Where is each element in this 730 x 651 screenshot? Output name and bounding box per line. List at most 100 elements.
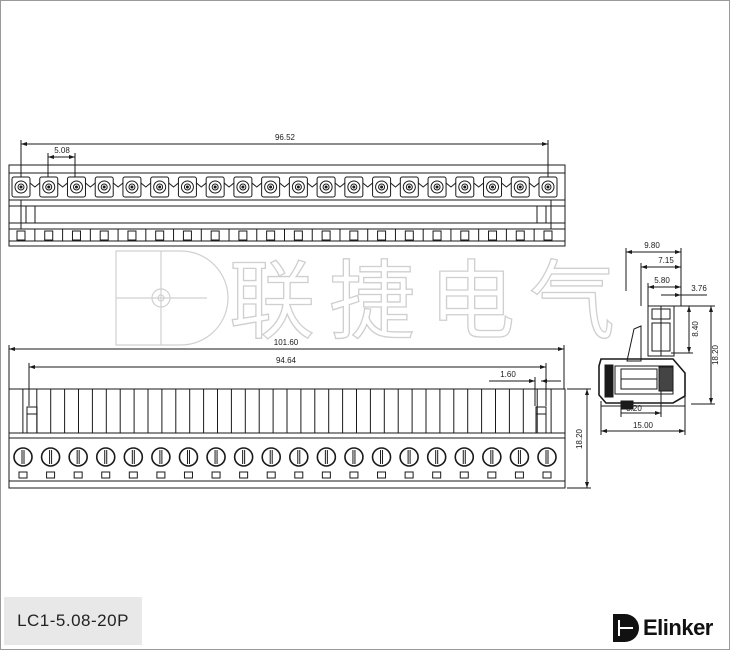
top-pin: [372, 176, 392, 198]
front-screw: [206, 447, 226, 479]
top-slot: [488, 230, 498, 241]
dim-side-bottom-small: 3.20: [620, 391, 662, 417]
top-slot: [127, 230, 137, 241]
front-screw: [399, 447, 419, 479]
top-pin-divider: [362, 182, 373, 188]
dim-side-bottom-small-label: 3.20: [626, 404, 642, 413]
front-screw: [68, 447, 88, 479]
top-pin: [94, 176, 114, 198]
watermark-text: 联捷电气: [229, 252, 629, 352]
dim-bottom-total: 101.60: [8, 338, 565, 389]
top-pin: [538, 176, 558, 198]
top-pin: [399, 176, 419, 198]
front-screw: [344, 447, 364, 479]
front-screw: [123, 447, 144, 479]
dim-bottom-small: 1.60: [489, 370, 561, 406]
top-pin: [11, 176, 31, 198]
front-latch-right: [535, 406, 547, 434]
top-slot-row: [16, 229, 553, 241]
top-pin: [39, 176, 59, 198]
dim-side-7-label: 7.15: [658, 256, 674, 265]
dim-side-3: 3.76: [661, 284, 707, 297]
top-pin-divider: [528, 182, 540, 188]
top-pin: [288, 176, 308, 198]
top-slot: [543, 230, 553, 241]
front-screw: [40, 447, 61, 479]
top-slot: [71, 230, 81, 241]
top-pin: [510, 176, 530, 198]
top-pin-divider: [307, 182, 318, 188]
dim-top-span-label: 96.52: [275, 133, 296, 142]
dim-bottom-small-label: 1.60: [500, 370, 516, 379]
front-screw-row: [13, 447, 557, 479]
top-pin: [316, 176, 336, 198]
top-view: 96.52 5.08: [8, 133, 566, 247]
front-rib-row: [22, 389, 566, 433]
top-latch-left: [25, 205, 36, 224]
top-slot: [99, 230, 109, 241]
top-slot: [238, 230, 248, 241]
top-pin-divider: [223, 182, 235, 188]
dim-top-pitch-label: 5.08: [54, 146, 70, 155]
top-pin-divider: [29, 182, 41, 188]
top-slot: [404, 230, 414, 241]
dim-bottom-total-label: 101.60: [274, 338, 299, 347]
top-pin: [261, 176, 281, 198]
front-screw: [371, 447, 392, 479]
dim-side-bottom-width: 15.00: [600, 396, 686, 435]
top-slot: [155, 230, 165, 241]
top-slot: [266, 230, 276, 241]
top-pin-divider: [279, 182, 290, 188]
dim-front-height: 18.20: [567, 388, 591, 489]
dim-bottom-span-label: 94.64: [276, 356, 297, 365]
top-slot: [515, 230, 525, 241]
side-view: 9.80 7.15 5.80 3.76: [598, 241, 720, 435]
front-screw: [482, 447, 502, 479]
top-pin: [344, 176, 364, 198]
top-slot: [321, 230, 331, 241]
top-pin: [177, 176, 197, 198]
top-slot: [44, 230, 54, 241]
top-pin: [205, 176, 225, 198]
front-screw: [233, 447, 254, 479]
dim-side-8-label: 8.40: [691, 321, 700, 337]
top-pin-divider: [445, 182, 457, 188]
top-slot: [210, 230, 220, 241]
model-label: LC1-5.08-20P: [4, 597, 142, 645]
top-pin-divider: [473, 182, 484, 188]
dim-side-width-top: 9.80: [625, 241, 682, 306]
front-screw: [537, 447, 557, 479]
top-pin: [66, 176, 86, 198]
top-pin: [150, 176, 170, 198]
front-screw: [288, 447, 309, 479]
dim-side-8: 8.40: [671, 305, 700, 354]
dim-side-width-top-label: 9.80: [644, 241, 660, 250]
dim-side-5: 5.80: [647, 276, 681, 306]
front-latch-left: [26, 406, 38, 434]
dim-bottom-span: 94.64: [28, 356, 547, 406]
top-slot: [432, 230, 442, 241]
top-slot: [16, 230, 26, 241]
top-pin-divider: [417, 182, 429, 188]
top-latch-right: [536, 205, 547, 224]
dim-side-3-label: 3.76: [691, 284, 707, 293]
dim-side-5-label: 5.80: [654, 276, 670, 285]
top-slot: [460, 230, 470, 241]
top-pin-divider: [251, 182, 262, 188]
top-pin-row: [11, 176, 558, 198]
elinker-logo-icon: [613, 614, 639, 642]
front-screw: [316, 447, 337, 479]
watermark-disc-icon: [115, 250, 229, 346]
top-pin: [122, 176, 142, 198]
front-screw: [95, 447, 116, 479]
top-pin-divider: [140, 182, 152, 188]
top-pin-divider: [85, 182, 96, 188]
dim-top-pitch: 5.08: [47, 146, 76, 177]
front-screw: [178, 447, 199, 479]
top-pin-divider: [57, 182, 68, 188]
dim-side-bottom-width-label: 15.00: [633, 421, 654, 430]
dim-side-height-label: 18.20: [711, 344, 720, 365]
front-view: 101.60 94.64 1.60: [8, 338, 591, 489]
front-screw: [151, 447, 171, 479]
